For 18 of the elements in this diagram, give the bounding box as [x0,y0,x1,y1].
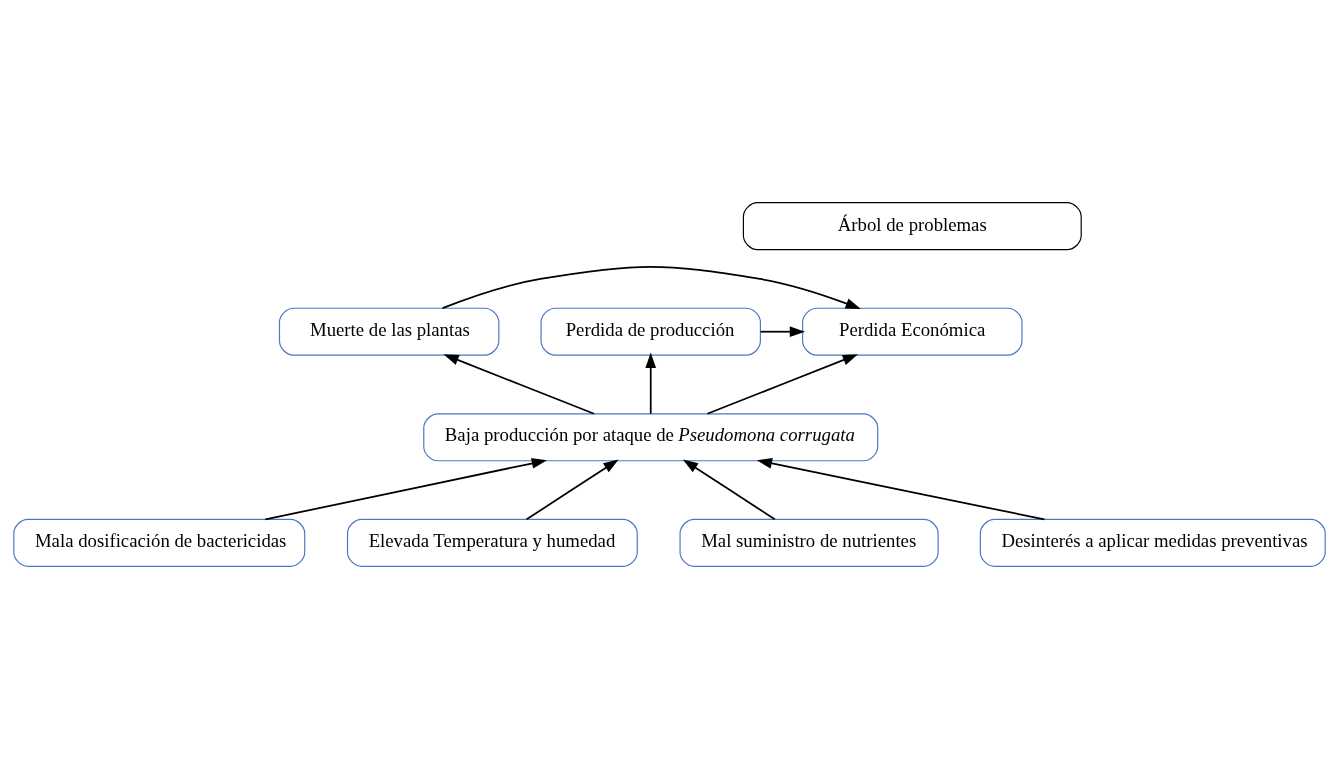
arrow [759,326,806,338]
arrow [443,354,595,415]
arrow [645,352,657,415]
arrow [756,458,1046,521]
node-box: Árbol de problemas [742,202,1082,251]
node-box: Desinterés a aplicar medidas preventivas [979,518,1326,567]
arrow [264,458,547,521]
node-box: Perdida de producción [540,307,761,356]
node-box: Muerte de las plantas [278,307,500,356]
arrow [441,265,861,310]
node-box: Perdida Económica [802,307,1023,356]
arrow [525,459,619,521]
arrow [682,459,776,521]
node-box: Baja producción por ataque de Pseudomona corrugata [423,413,879,462]
node-box: Elevada Temperatura y humedad [346,518,638,567]
node-box: Mal suministro de nutrientes [679,518,939,567]
arrow [706,354,858,415]
node-box: Mala dosificación de bactericidas [13,518,306,567]
